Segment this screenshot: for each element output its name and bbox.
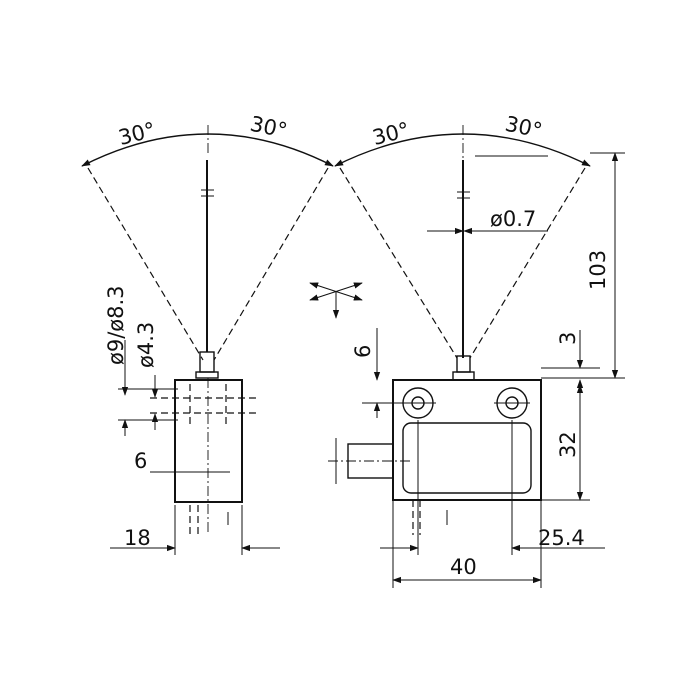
right-view: 30° 30° ø0.7 103 6 3 32 25.4 40 [328,112,625,588]
left-dim-rod-label: ø4.3 [134,322,158,368]
right-angle-left-label: 30° [370,118,412,150]
left-swing-line-left [87,167,204,361]
left-dim-width-label: 18 [124,526,151,550]
right-dim-wire-label: ø0.7 [490,207,536,231]
right-dim-top-offset-label: 6 [351,345,375,358]
right-dim-body-height-label: 32 [556,431,580,458]
right-dim-hole-spacing-label: 25.4 [538,526,585,550]
right-dim-width-label: 40 [450,555,477,579]
left-angle-left-label: 30° [116,118,158,150]
left-view: 30° 30° ø9/ø8.3 ø4.3 6 18 [81,112,334,555]
right-dim-total-height-label: 103 [586,250,610,290]
left-dim-offset-label: 6 [134,449,147,473]
left-swing-line-right [213,167,329,361]
right-dim-cap-label: 3 [556,332,580,345]
left-actuator-collar [195,371,219,379]
left-dim-cable-label: ø9/ø8.3 [104,285,128,365]
left-switch-body [174,379,243,503]
right-actuator-collar [452,371,475,381]
right-swing-line-left [339,167,458,359]
right-actuator-head [456,355,471,373]
left-actuator-head [199,351,215,373]
right-switch-body [392,379,542,501]
right-body-window [402,422,532,494]
right-swing-line-right [469,167,586,359]
movement-direction-symbol [309,282,363,319]
